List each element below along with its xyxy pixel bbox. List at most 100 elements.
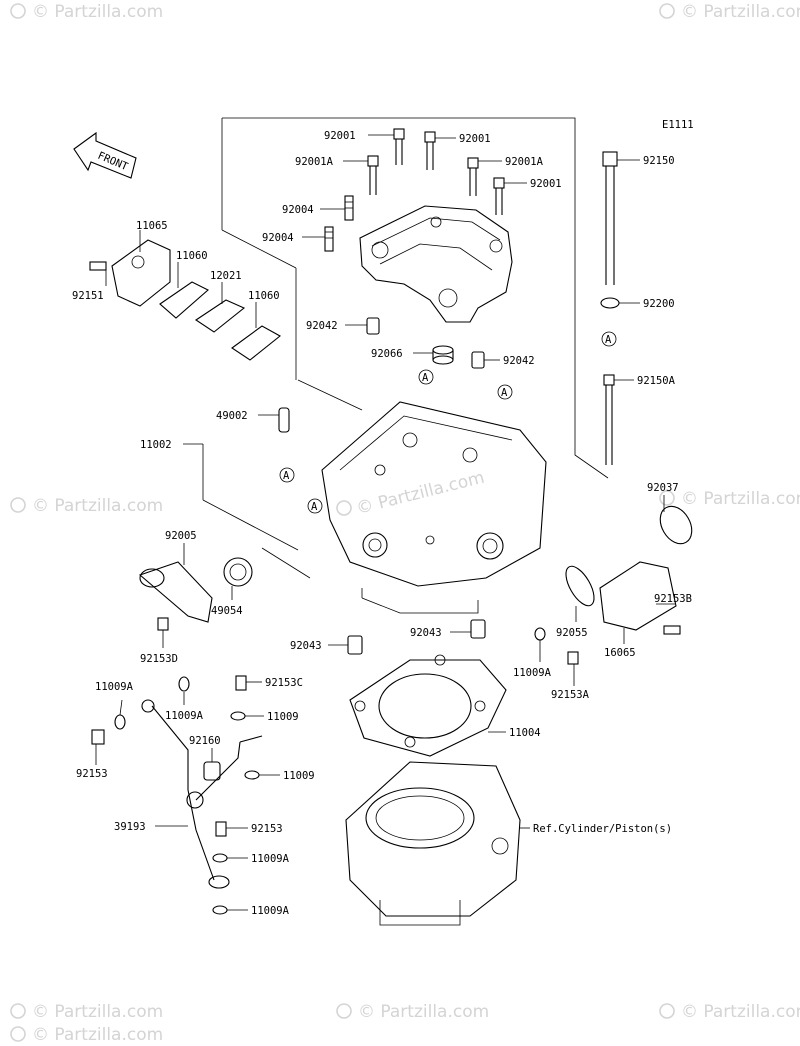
svg-text:A: A [283, 470, 290, 482]
part-label: 92001 [324, 130, 356, 142]
clamp-92037 [659, 505, 693, 545]
part-label: 92153 [76, 768, 108, 780]
part-label: 92043 [290, 640, 322, 652]
part-label: 11009A [251, 853, 290, 865]
part-label: 92001 [459, 133, 491, 145]
part-label: 92153 [251, 823, 283, 835]
watermark-text: © Partzilla.com [681, 1002, 800, 1022]
part-label: 92150 [643, 155, 675, 167]
watermark-text: © Partzilla.com [32, 2, 163, 22]
part-label: 92042 [306, 320, 338, 332]
leader-lines [95, 134, 676, 911]
dowel-pins-92042 [366, 317, 485, 369]
gasket-11060-b [231, 325, 281, 361]
part-label: 92037 [647, 482, 679, 494]
part-label: 92066 [371, 348, 403, 360]
watermark-text: © Partzilla.com [32, 496, 163, 516]
watermark-text: © Partzilla.com [681, 489, 800, 509]
watermark-top-left: © Partzilla.com [10, 2, 163, 22]
pipe-clamp-92160 [203, 761, 221, 781]
part-label: 11009 [283, 770, 315, 782]
callout-a-icon: A [418, 369, 434, 385]
part-label: 11060 [176, 250, 208, 262]
watermark-mid-left: © Partzilla.com [10, 496, 163, 516]
cylinder [345, 761, 521, 926]
callout-a-icon: A [497, 384, 513, 400]
watermark-text: © Partzilla.com [358, 1002, 489, 1022]
part-label: 11009A [165, 710, 204, 722]
studs-92004 [324, 195, 354, 252]
part-label: 92153C [265, 677, 303, 689]
valve-guide-49002 [278, 407, 290, 433]
watermark-mid-right: © Partzilla.com [659, 489, 800, 509]
part-label: 11009 [267, 711, 299, 723]
part-label: 92043 [410, 627, 442, 639]
cylinder-head [321, 401, 547, 587]
part-label: 49002 [216, 410, 248, 422]
part-label: 11004 [509, 727, 541, 739]
intake-joint [565, 505, 693, 635]
watermark-top-right: © Partzilla.com [659, 2, 800, 22]
part-label: 11060 [248, 290, 280, 302]
reference-label: Ref.Cylinder/Piston(s) [533, 823, 672, 835]
part-label: 92200 [643, 298, 675, 310]
bolt-92153-a [91, 729, 105, 745]
bolt-92151 [89, 261, 107, 271]
oring-92055 [565, 565, 595, 607]
watermark-group: © Partzilla.com © Partzilla.com © Partzi… [10, 2, 800, 1045]
watermark-text: © Partzilla.com [354, 468, 486, 519]
part-label: 11009A [95, 681, 134, 693]
watermark-lower-left-1: © Partzilla.com [10, 1002, 163, 1022]
gasket-11060-a [159, 281, 209, 319]
bolts-92001 [367, 128, 505, 215]
callout-a-icon: A [279, 467, 295, 483]
grouping-lines [202, 117, 609, 614]
part-label: 11002 [140, 439, 172, 451]
front-arrow-icon: FRONT [73, 131, 137, 179]
callouts-a: A A A A A [279, 331, 617, 514]
watermark-lower-center: © Partzilla.com [336, 1002, 489, 1022]
svg-text:A: A [501, 387, 508, 399]
part-label: 92001A [295, 156, 334, 168]
bolt-92153A [567, 651, 579, 665]
bolt-92153-b [215, 821, 227, 837]
reed-12021 [195, 299, 246, 333]
part-label: 92055 [556, 627, 588, 639]
part-label: 12021 [210, 270, 242, 282]
part-label: 92150A [637, 375, 676, 387]
part-label: 49054 [211, 605, 243, 617]
camshaft-holder [359, 205, 513, 323]
head-gasket [349, 654, 507, 757]
svg-text:A: A [311, 501, 318, 513]
part-label: 92042 [503, 355, 535, 367]
part-label: 92001A [505, 156, 544, 168]
part-label: 11009A [513, 667, 552, 679]
reed-cover-11065 [111, 239, 171, 307]
callout-a-icon: A [307, 498, 323, 514]
watermark-lower-left-2: © Partzilla.com [10, 1025, 163, 1045]
bolt-icon [467, 157, 479, 196]
bolt-92153C [235, 675, 247, 691]
part-label: 92005 [165, 530, 197, 542]
part-label: 92153D [140, 653, 178, 665]
part-label: 92004 [262, 232, 294, 244]
part-label: 92153B [654, 593, 692, 605]
thermostat-housing [138, 557, 253, 631]
part-label: 92001 [530, 178, 562, 190]
reed-valve-group [89, 239, 281, 361]
part-label: 11065 [136, 220, 168, 232]
bolt-icon [424, 131, 436, 170]
watermark-text: © Partzilla.com [32, 1002, 163, 1022]
part-label: 92160 [189, 735, 221, 747]
watermark-center: © Partzilla.com [336, 468, 487, 519]
part-label: 92153A [551, 689, 590, 701]
svg-text:A: A [422, 372, 429, 384]
part-label: 92151 [72, 290, 104, 302]
callout-a-icon: A [601, 331, 617, 347]
watermark-lower-right: © Partzilla.com [659, 1002, 800, 1022]
part-label: 16065 [604, 647, 636, 659]
long-studs [600, 151, 620, 465]
joint-16065 [599, 561, 677, 631]
seal-92066 [432, 345, 454, 365]
